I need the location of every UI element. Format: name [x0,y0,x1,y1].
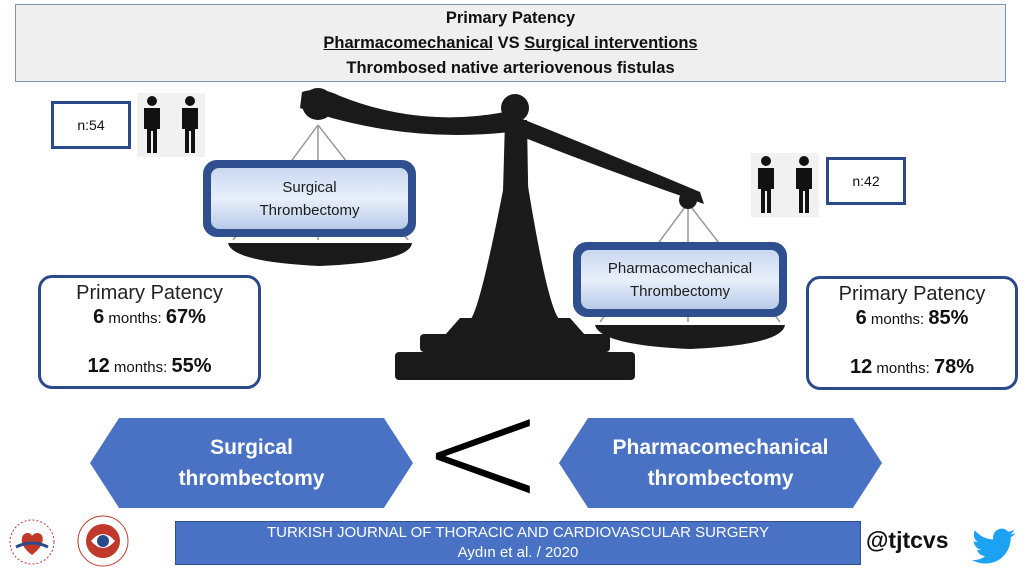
pp-6-num: 6 [93,306,105,328]
less-than-symbol: < [420,365,546,539]
pan-label-pharmacomechanical-line-2: Thrombectomy [629,282,731,300]
hexagon-pharmacomechanical-line-1: Pharmacomechanical [612,436,829,459]
pp-12-num: 12 [87,355,110,377]
title-pharmacomechanical: Pharmacomechanical [323,33,494,52]
title-line-1: Primary Patency [445,8,576,27]
hexagon-surgical-line-2: thrombectomy [178,467,325,490]
title-surgical: Surgical interventions [524,33,698,52]
n-box-pharmacomechanical: n:42 [826,157,906,205]
pp-12-unit: months: [872,360,934,377]
primary-patency-box-surgical: Primary Patency 6 months: 67% 12 months:… [38,275,261,389]
pp-6-unit: months: [866,311,929,328]
footer-citation: Aydın et al. / 2020 [457,544,579,561]
hexagon-pharmacomechanical-line-2: thrombectomy [647,467,794,490]
pan-label-surgical: Surgical Thrombectomy [203,160,416,237]
twitter-handle[interactable]: @tjtcvs [866,527,949,553]
hexagon-pharmacomechanical-thrombectomy: Pharmacomechanical thrombectomy [559,418,882,508]
title-vs: VS [493,33,525,52]
footer-banner: TURKISH JOURNAL OF THORACIC AND CARDIOVA… [175,521,861,565]
pp-6-months-surgical: 6 months: 67% [41,306,258,329]
title-line-3: Thrombosed native arteriovenous fistulas [346,58,675,77]
pan-label-pharmacomechanical-line-1: Pharmacomechanical [607,259,753,277]
pan-label-surgical-line-1: Surgical [282,178,337,196]
pp-12-num: 12 [850,356,873,378]
pp-6-value: 67% [165,306,206,328]
pp-title-surgical: Primary Patency [76,282,223,304]
n-label-surgical: n:54 [77,117,105,133]
pan-label-surgical-line-2: Thrombectomy [259,201,360,219]
pp-12-months-pharmacomechanical: 12 months: 78% [809,356,1015,379]
pp-6-months-pharmacomechanical: 6 months: 85% [809,307,1015,330]
title-line-2: Pharmacomechanical VS Surgical intervent… [323,31,697,56]
hexagon-surgical-thrombectomy: Surgical thrombectomy [90,418,413,508]
footer-journal-name: TURKISH JOURNAL OF THORACIC AND CARDIOVA… [266,524,770,541]
pp-6-value: 85% [928,307,969,329]
person-icon [182,96,198,153]
pp-12-value: 78% [933,356,974,378]
hexagon-surgical-line-1: Surgical [210,436,293,459]
pp-6-num: 6 [855,307,867,329]
thoracic-society-logo-icon [77,515,129,567]
pp-12-months-surgical: 12 months: 55% [41,355,258,378]
n-box-surgical: n:54 [51,101,131,149]
primary-patency-box-pharmacomechanical: Primary Patency 6 months: 85% 12 months:… [806,276,1018,390]
pp-title-pharmacomechanical: Primary Patency [838,283,986,305]
cardiology-society-logo-icon [9,519,55,565]
people-group-pharmacomechanical [751,153,819,217]
person-icon [796,156,812,213]
people-group-surgical [137,93,205,157]
twitter-bird-icon[interactable] [972,528,1016,566]
title-box: Primary Patency Pharmacomechanical VS Su… [15,4,1006,82]
person-icon [758,156,774,213]
pp-12-unit: months: [109,359,172,376]
pp-6-unit: months: [104,310,166,327]
pp-12-value: 55% [171,355,212,377]
n-label-pharmacomechanical: n:42 [852,173,880,189]
pan-label-pharmacomechanical: Pharmacomechanical Thrombectomy [573,242,787,317]
person-icon [144,96,160,153]
